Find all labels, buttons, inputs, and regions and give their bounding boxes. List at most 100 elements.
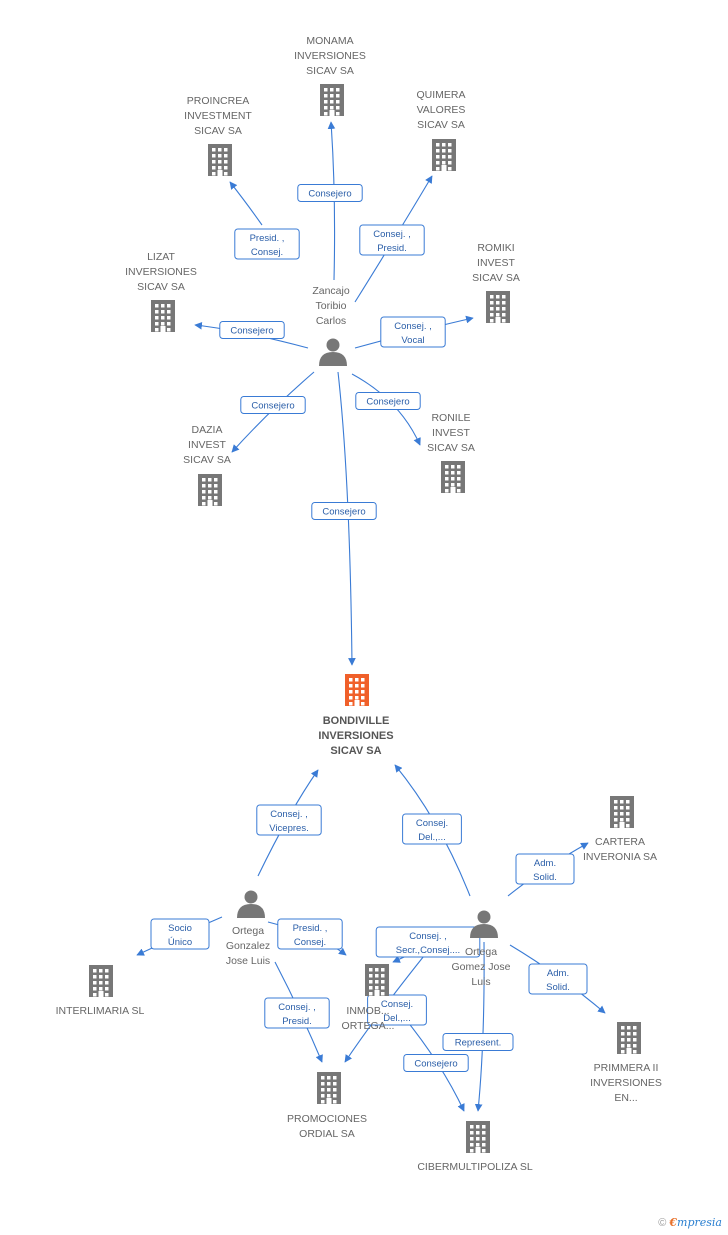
edge-label-box [297, 184, 363, 202]
edge-label-box [515, 853, 575, 885]
edge-label-zancajo-to-monama[interactable]: Consejero [297, 184, 363, 202]
edge-label-zancajo-to-proincrea[interactable]: Presid. ,Consej. [234, 228, 300, 260]
edge-label-text: Consej. , [373, 229, 411, 240]
node-label: INVERSIONES [125, 266, 197, 278]
edge-label-zancajo-to-dazia[interactable]: Consejero [240, 396, 306, 414]
person-icon [470, 910, 498, 938]
building-icon [317, 1072, 341, 1104]
node-label: INMOB... [346, 1005, 389, 1017]
edge-label-text: Consejero [230, 326, 273, 337]
edge-label-ortega_gomez-to-primmera[interactable]: Adm.Solid. [528, 963, 588, 995]
edge-label-zancajo-to-quimera[interactable]: Consej. , Presid. [359, 224, 425, 256]
edge-label-text: Solid. [533, 872, 557, 883]
edge-label-text: Consejero [414, 1059, 457, 1070]
building-icon [441, 461, 465, 493]
edge-label-zancajo-to-lizat[interactable]: Consejero [219, 321, 285, 339]
node-label: EN... [614, 1092, 637, 1104]
edge-label-box [219, 321, 285, 339]
edge-label-box [311, 502, 377, 520]
node-label: CIBERMULTIPOLIZA SL [417, 1161, 532, 1173]
brand-footer: ©€mpresia [658, 1216, 722, 1229]
person-icon [319, 338, 347, 366]
node-label: SICAV SA [137, 281, 185, 293]
edge-label-text: Secr.,Consej.... [396, 945, 460, 956]
node-cartera[interactable]: CARTERA INVERONIA SA [583, 796, 657, 863]
edge-label-box [528, 963, 588, 995]
node-label: ORTEGA... [342, 1020, 395, 1032]
node-label: PROMOCIONES [287, 1113, 367, 1125]
edge-label-box [264, 997, 330, 1029]
node-primmera[interactable]: PRIMMERA IIINVERSIONESEN... [590, 1022, 662, 1104]
node-label: BONDIVILLE [323, 715, 390, 727]
node-label: INVERONIA SA [583, 851, 657, 863]
edge-label-text: Consej. , [394, 321, 432, 332]
building-icon [151, 300, 175, 332]
edge-label-zancajo-to-romiki[interactable]: Consej. ,Vocal [380, 316, 446, 348]
edge-label-text: Adm. [547, 968, 569, 979]
edge-label-box [240, 396, 306, 414]
building-icon [198, 474, 222, 506]
edge-label-ortega_gomez-to-cartera[interactable]: Adm. Solid. [515, 853, 575, 885]
node-label: Ortega [465, 946, 497, 958]
edge-label-zancajo-to-ronile[interactable]: Consejero [355, 392, 421, 410]
building-icon [89, 965, 113, 997]
edge-label-box [375, 926, 481, 958]
edge-label-text: Consejero [322, 507, 365, 518]
edge-label-ortega_g-to-bondiville[interactable]: Consej. ,Vicepres. [256, 804, 322, 836]
edge-label-ortega_gomez-to-cibermultipoliza[interactable]: Represent. [442, 1033, 514, 1051]
edge-label-text: Consej. [294, 937, 326, 948]
node-label: VALORES [417, 104, 466, 116]
edge-label-box [403, 1054, 469, 1072]
edge-label-text: Adm. [534, 858, 556, 869]
edge-label-text: Consejero [366, 397, 409, 408]
node-interlimaria[interactable]: INTERLIMARIA SL [56, 965, 145, 1017]
node-label: INVESTMENT [184, 110, 252, 122]
node-cibermultipoliza[interactable]: CIBERMULTIPOLIZA SL [417, 1121, 533, 1173]
node-label: SICAV SA [417, 119, 465, 131]
edge-label-ortega_gomez-to-bondiville[interactable]: Consej.Del.,... [402, 813, 462, 845]
edge-label-text: Consejero [308, 189, 351, 200]
node-label: INVEST [188, 439, 227, 451]
node-label: Luis [471, 976, 490, 988]
node-inmob[interactable]: INMOB... ORTEGA... [342, 964, 395, 1032]
node-label: INVERSIONES [294, 50, 366, 62]
building-icon [432, 139, 456, 171]
edge-label-ortega_g-to-cibermultipoliza[interactable]: Consejero [403, 1054, 469, 1072]
edge-label-box [256, 804, 322, 836]
edge-label-text: Consej. [416, 818, 448, 829]
edge-label-ortega_g-to-promociones[interactable]: Consej. ,Presid. [264, 997, 330, 1029]
edge-label-zancajo-to-bondiville[interactable]: Consejero [311, 502, 377, 520]
edge-label-box [442, 1033, 514, 1051]
edge-label-text: Represent. [455, 1038, 501, 1049]
edge-label-text: Consej. , [270, 809, 308, 820]
edge-label-ortega_gomez-to-promociones[interactable]: Consej.Del.,... [367, 994, 427, 1026]
focus-building-icon [345, 674, 369, 706]
node-label: ROMIKI [477, 242, 514, 254]
node-label: CARTERA [595, 836, 645, 848]
edge-label-box [367, 994, 427, 1026]
edge-label-text: Consej. [251, 247, 283, 258]
edge-label-ortega_gomez-to-inmob[interactable]: Consej. , Secr.,Consej.... [375, 926, 481, 958]
person-icon [237, 890, 265, 918]
building-icon [486, 291, 510, 323]
copyright-symbol: © [658, 1217, 667, 1229]
edge-label-text: Presid. [377, 243, 407, 254]
edge-label-text: Consej. , [409, 931, 447, 942]
edge-label-ortega_g-to-inmob[interactable]: Presid. ,Consej. [277, 918, 343, 950]
edge-label-text: Consej. , [278, 1002, 316, 1013]
edge-label-box [380, 316, 446, 348]
